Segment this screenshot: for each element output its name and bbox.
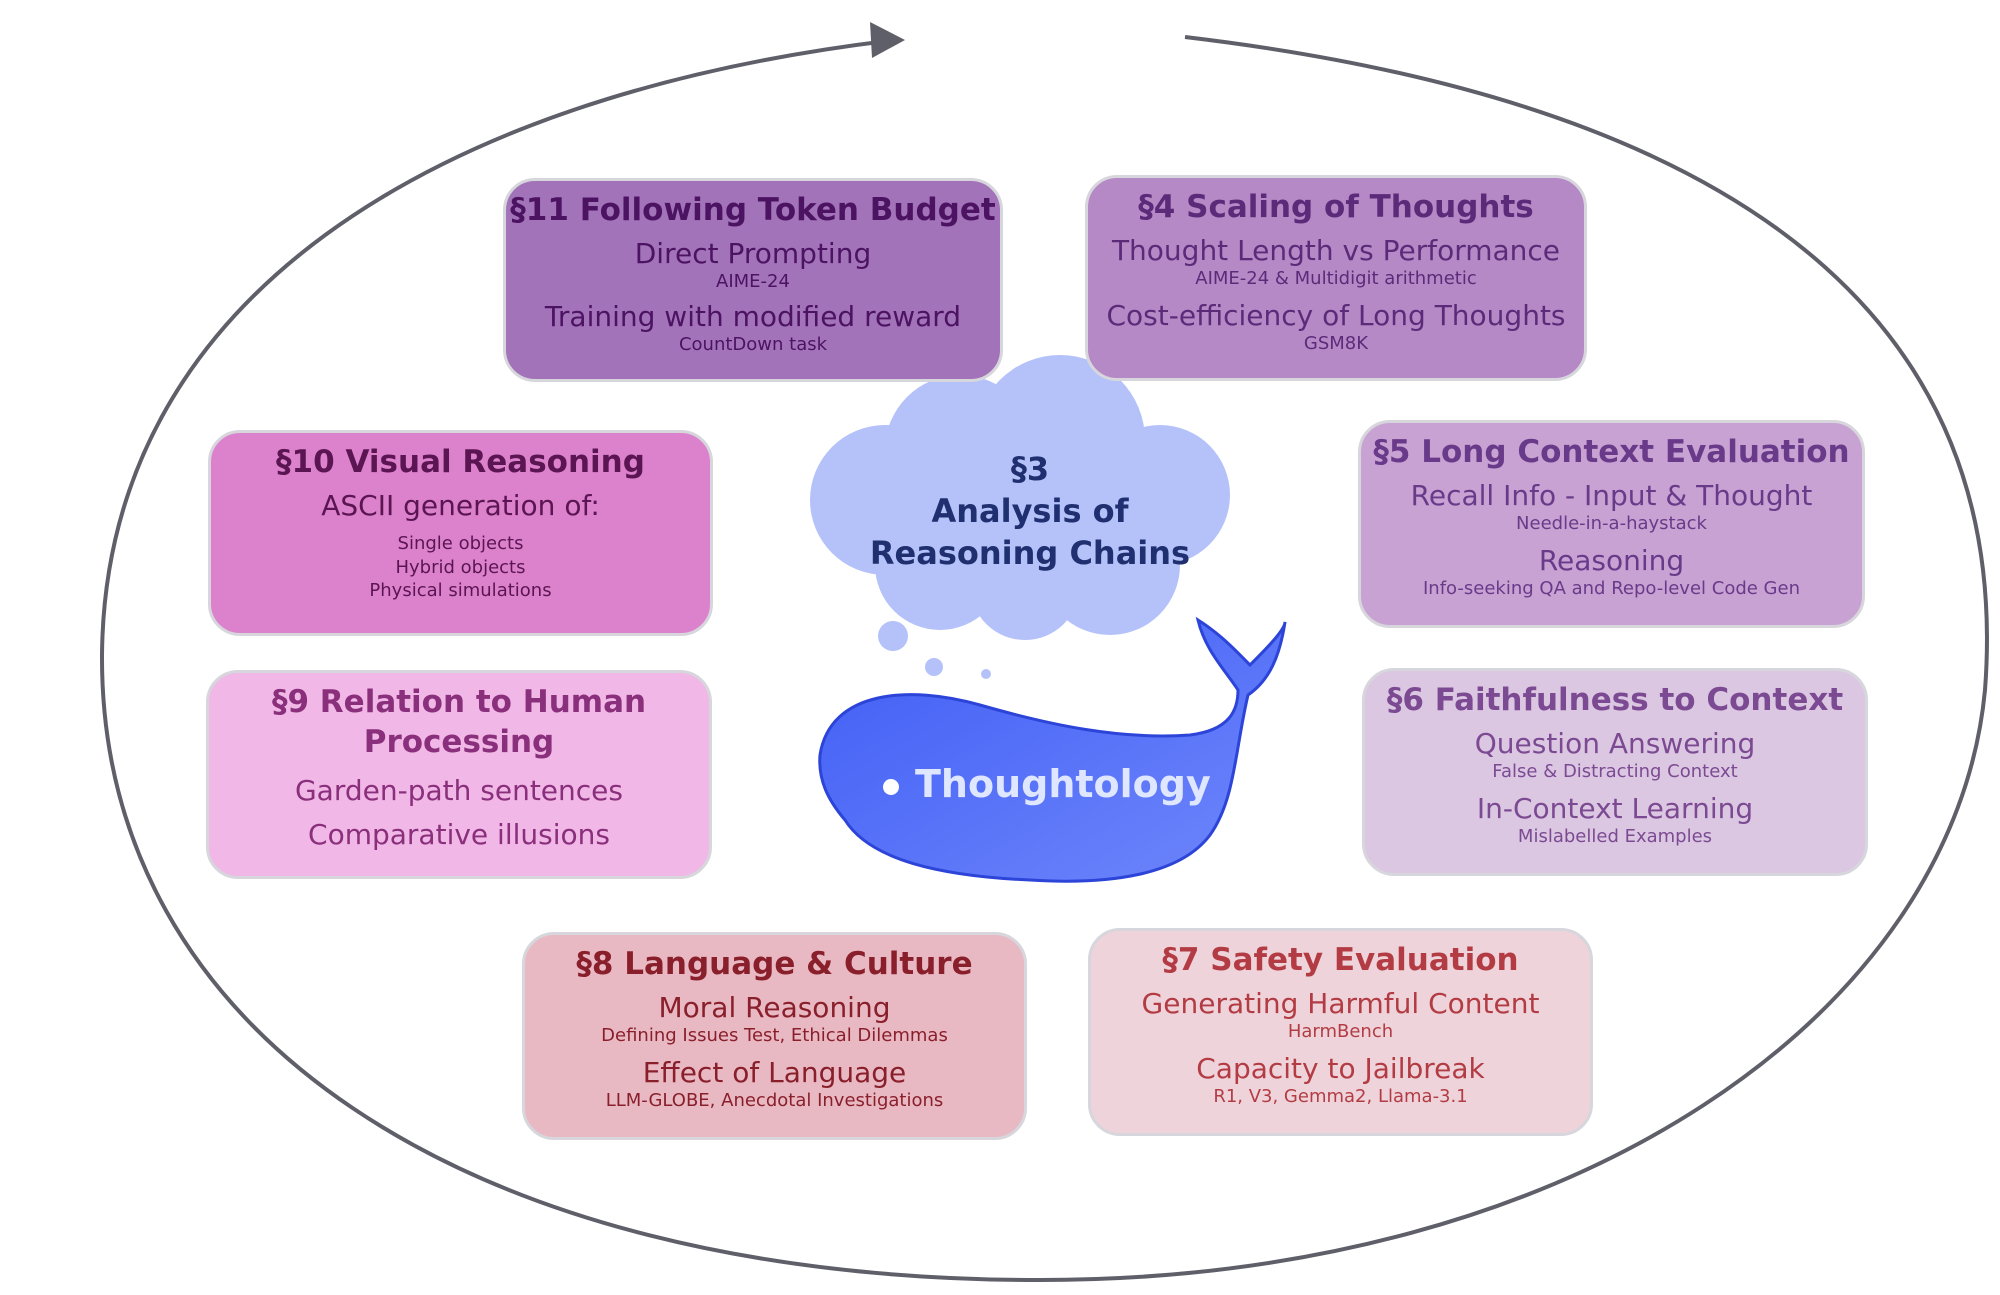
section-5-box: §5 Long Context Evaluation Recall Info -… <box>1358 420 1865 628</box>
section-8-heading-1: Moral Reasoning <box>658 990 891 1024</box>
section-10-item-2: Hybrid objects <box>395 556 526 578</box>
section-10-item-3: Physical simulations <box>369 580 552 602</box>
section-5-heading-1: Recall Info - Input & Thought <box>1410 478 1813 512</box>
section-11-box: §11 Following Token Budget Direct Prompt… <box>503 178 1003 382</box>
section-7-heading-1: Generating Harmful Content <box>1141 986 1540 1020</box>
section-6-heading-2: In-Context Learning <box>1476 791 1754 825</box>
section-9-heading-1: Garden-path sentences <box>294 774 623 808</box>
section-9-title-line2: Processing <box>363 723 555 760</box>
section-8-sub-2: LLM-GLOBE, Anecdotal Investigations <box>605 1090 944 1112</box>
section-11-sub-2: CountDown task <box>678 334 828 356</box>
section-6-sub-2: Mislabelled Examples <box>1517 826 1713 848</box>
center-title-line1: Analysis of <box>931 492 1129 530</box>
section-8-heading-2: Effect of Language <box>642 1055 907 1089</box>
cycle-arrowhead-icon <box>870 22 905 58</box>
section-11-sub-1: AIME-24 <box>716 271 790 293</box>
whale-eye-icon <box>883 779 899 795</box>
section-5-sub-1: Needle-in-a-haystack <box>1516 513 1707 535</box>
section-8-title: §8 Language & Culture <box>576 946 973 982</box>
center-title-line2: Reasoning Chains <box>869 534 1191 572</box>
section-5-heading-2: Reasoning <box>1538 543 1685 577</box>
section-8-box: §8 Language & Culture Moral Reasoning De… <box>522 932 1027 1140</box>
whale-icon <box>818 616 1287 883</box>
thought-bubble-dots <box>878 621 991 679</box>
section-10-box: §10 Visual Reasoning ASCII generation of… <box>208 430 713 636</box>
section-10-item-1: Single objects <box>397 533 524 555</box>
section-11-title: §11 Following Token Budget <box>510 192 996 228</box>
section-4-box: §4 Scaling of Thoughts Thought Length vs… <box>1085 175 1587 381</box>
thought-cloud-icon <box>810 355 1230 640</box>
whale-label: Thoughtology <box>915 762 1211 806</box>
section-7-sub-2: R1, V3, Gemma2, Llama-3.1 <box>1213 1086 1468 1108</box>
section-6-heading-1: Question Answering <box>1474 726 1756 760</box>
section-6-title: §6 Faithfulness to Context <box>1386 682 1844 718</box>
section-11-heading-1: Direct Prompting <box>634 236 872 270</box>
section-7-heading-2: Capacity to Jailbreak <box>1196 1051 1485 1085</box>
section-9-title-line1: §9 Relation to Human <box>271 684 647 720</box>
section-9-heading-2: Comparative illusions <box>308 817 610 851</box>
section-10-title: §10 Visual Reasoning <box>276 444 645 480</box>
section-5-sub-2: Info-seeking QA and Repo-level Code Gen <box>1423 578 1800 600</box>
section-4-sub-2: GSM8K <box>1303 333 1369 355</box>
section-5-title: §5 Long Context Evaluation <box>1373 434 1850 470</box>
section-10-heading-1: ASCII generation of: <box>321 488 600 522</box>
section-9-box: §9 Relation to Human Processing Garden-p… <box>206 670 712 879</box>
section-4-sub-1: AIME-24 & Multidigit arithmetic <box>1195 268 1477 290</box>
section-4-heading-1: Thought Length vs Performance <box>1111 233 1561 267</box>
section-6-box: §6 Faithfulness to Context Question Answ… <box>1362 668 1868 876</box>
section-7-sub-1: HarmBench <box>1287 1021 1394 1043</box>
section-4-title: §4 Scaling of Thoughts <box>1138 189 1534 225</box>
section-4-heading-2: Cost-efficiency of Long Thoughts <box>1106 298 1566 332</box>
section-7-title: §7 Safety Evaluation <box>1162 942 1519 978</box>
section-8-sub-1: Defining Issues Test, Ethical Dilemmas <box>601 1025 948 1047</box>
cycle-arrow-path <box>99 35 1989 1283</box>
section-6-sub-1: False & Distracting Context <box>1492 761 1738 783</box>
section-11-heading-2: Training with modified reward <box>544 299 962 333</box>
center-section-number: §3 <box>1010 450 1050 488</box>
section-7-box: §7 Safety Evaluation Generating Harmful … <box>1088 928 1593 1136</box>
